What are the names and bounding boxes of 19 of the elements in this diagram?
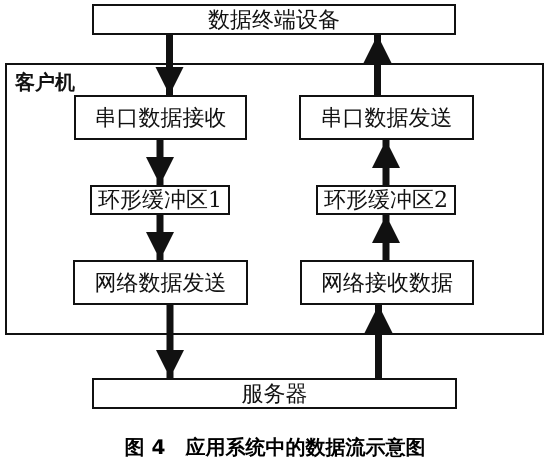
- process-box: 串口数据发送: [299, 95, 474, 140]
- process-box: 网络数据发送: [73, 260, 248, 305]
- process-box: 网络接收数据: [300, 260, 474, 305]
- arrow: [372, 140, 400, 185]
- arrow: [364, 35, 392, 95]
- arrow: [372, 215, 400, 260]
- frame-title: 客户机: [15, 69, 75, 96]
- arrow: [156, 305, 184, 378]
- client-frame: [5, 63, 544, 335]
- arrow: [156, 35, 184, 95]
- process-box: 数据终端设备: [92, 4, 456, 35]
- figure-caption: 图 4 应用系统中的数据流示意图: [124, 434, 426, 461]
- arrow: [146, 215, 174, 260]
- process-box: 环形缓冲区2: [316, 185, 456, 215]
- arrow: [146, 140, 174, 185]
- process-box: 环形缓冲区1: [90, 185, 230, 215]
- process-box: 服务器: [92, 378, 457, 409]
- arrow: [364, 305, 392, 378]
- process-box: 串口数据接收: [74, 95, 247, 140]
